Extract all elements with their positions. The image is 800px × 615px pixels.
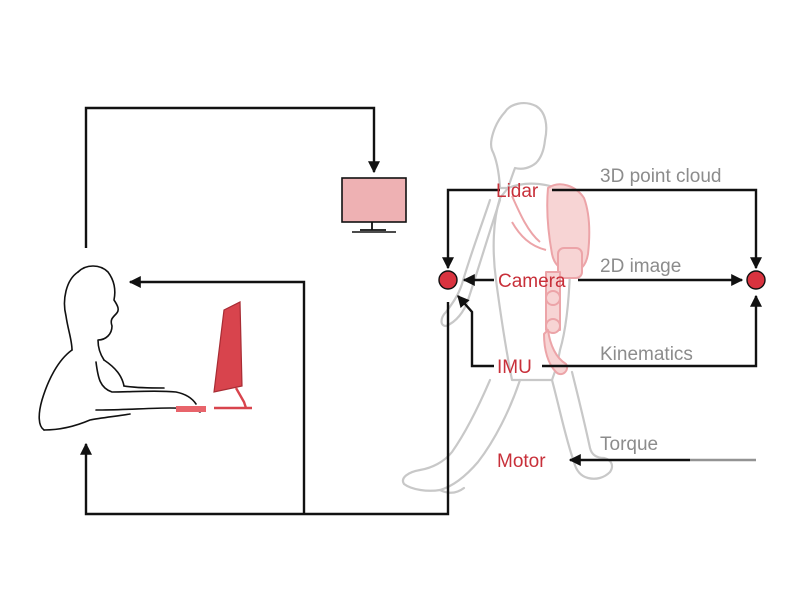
monitor-icon <box>341 177 407 233</box>
person-at-computer-icon <box>38 265 201 431</box>
left-node <box>438 270 458 290</box>
imu-label: IMU <box>497 357 532 378</box>
imu-right-line <box>542 294 762 368</box>
backpack-exoskeleton-icon <box>511 183 591 376</box>
lidar-left-line <box>442 188 500 270</box>
right-node <box>746 270 766 290</box>
camera-label: Camera <box>498 271 566 292</box>
imu-left-line <box>457 295 494 368</box>
connection-lines <box>80 106 762 516</box>
motor-label: Motor <box>497 451 546 472</box>
walking-person-icon <box>401 102 614 494</box>
operator-to-monitor-line <box>84 106 380 248</box>
lidar-right-line <box>552 188 762 270</box>
point-cloud-label: 3D point cloud <box>600 166 721 187</box>
image-2d-label: 2D image <box>600 256 681 277</box>
kinematics-label: Kinematics <box>600 344 693 365</box>
torque-label: Torque <box>600 434 658 455</box>
bottom-loop-line <box>80 302 450 516</box>
lidar-label: Lidar <box>496 181 539 202</box>
computer-monitor-icon <box>176 301 252 412</box>
feedback-to-operator-line <box>128 276 306 514</box>
